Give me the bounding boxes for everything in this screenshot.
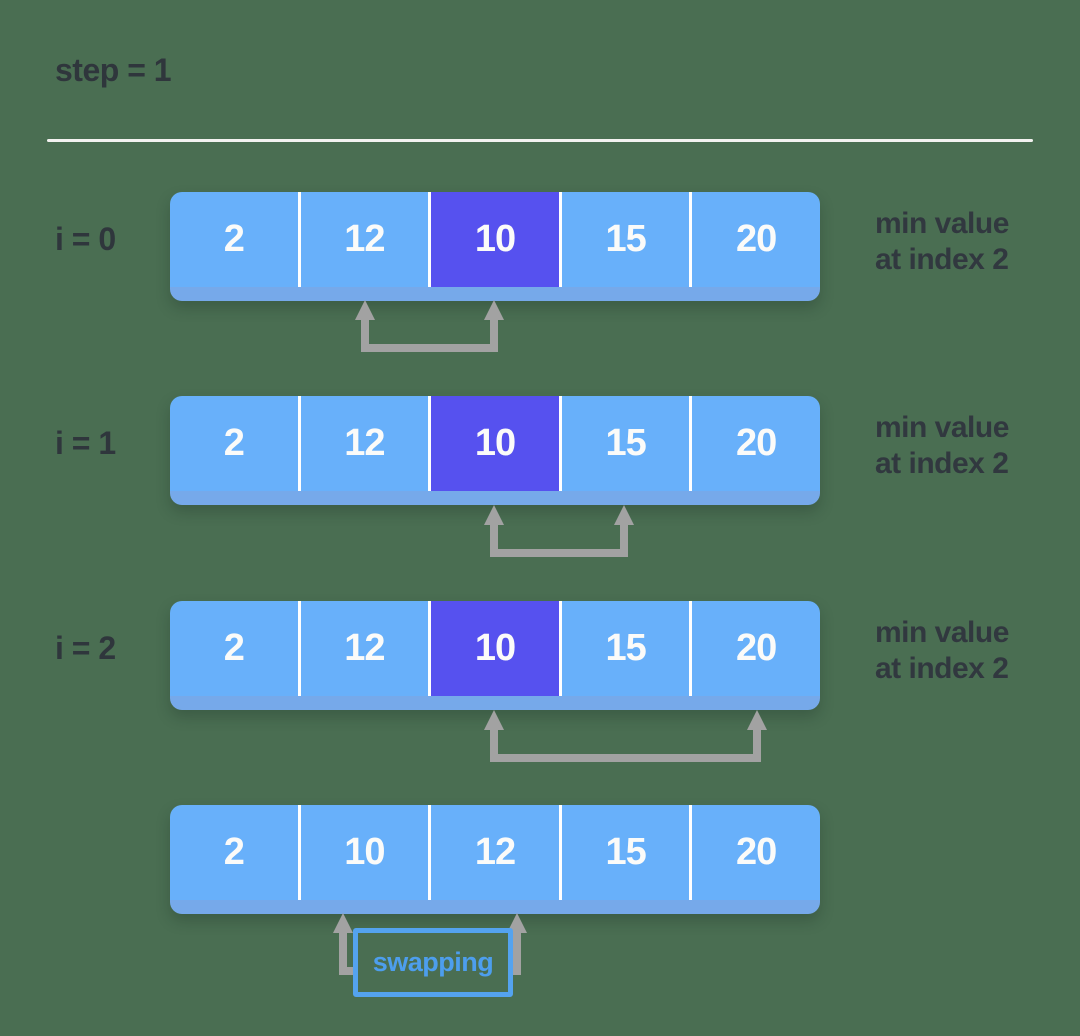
cell-value: 15 bbox=[605, 218, 646, 260]
up-arrowhead-icon bbox=[355, 300, 375, 320]
iteration-label: i = 2 bbox=[55, 630, 116, 666]
array-cells: 2 12 10 15 20 bbox=[170, 192, 820, 287]
up-arrowhead-icon bbox=[484, 300, 504, 320]
up-arrowhead-icon bbox=[614, 505, 634, 525]
array-base bbox=[170, 900, 820, 914]
iteration-row-2: i = 2 2 12 10 15 20 min value at index 2 bbox=[0, 601, 1080, 716]
cell-value: 15 bbox=[605, 831, 646, 873]
swapping-label: swapping bbox=[372, 947, 494, 977]
min-value-note: min value at index 2 bbox=[875, 206, 1009, 278]
array-cells: 2 12 10 15 20 bbox=[170, 601, 820, 696]
cell-value: 20 bbox=[736, 422, 777, 464]
array-cell-min-highlight: 10 bbox=[428, 601, 559, 696]
array-cell: 10 bbox=[297, 805, 429, 900]
array-cell: 2 bbox=[170, 601, 298, 696]
array-cell: 15 bbox=[558, 601, 690, 696]
iteration-label: i = 1 bbox=[55, 425, 116, 461]
array-cell: 12 bbox=[428, 805, 559, 900]
step-title: step = 1 bbox=[55, 52, 172, 88]
cell-value: 2 bbox=[223, 218, 245, 260]
min-value-note: min value at index 2 bbox=[875, 615, 1009, 687]
min-value-note-line2: at index 2 bbox=[875, 243, 1009, 276]
up-arrowhead-icon bbox=[333, 913, 353, 933]
cell-value: 12 bbox=[474, 831, 516, 873]
cell-value: 20 bbox=[736, 627, 777, 669]
compare-arrow-bracket-0 bbox=[355, 300, 504, 352]
cell-value: 10 bbox=[344, 831, 385, 873]
array-cell: 15 bbox=[558, 396, 690, 491]
up-arrowhead-icon bbox=[484, 710, 504, 730]
array-base bbox=[170, 287, 820, 301]
result-row: 2 10 12 15 20 bbox=[0, 805, 1080, 920]
array-cell: 2 bbox=[170, 805, 298, 900]
min-value-note-line1: min value bbox=[875, 411, 1009, 444]
array-cell-min-highlight: 10 bbox=[428, 192, 559, 287]
cell-value: 20 bbox=[736, 218, 777, 260]
cell-value: 10 bbox=[474, 627, 516, 669]
array-cell: 12 bbox=[297, 192, 429, 287]
compare-arrow-bracket-2 bbox=[484, 710, 767, 762]
array: 2 12 10 15 20 bbox=[170, 396, 820, 505]
array-cell: 2 bbox=[170, 192, 298, 287]
array-cell: 12 bbox=[297, 396, 429, 491]
min-value-note-line1: min value bbox=[875, 616, 1009, 649]
cell-value: 10 bbox=[474, 422, 516, 464]
compare-arrow-bracket-1 bbox=[484, 505, 634, 557]
array-base bbox=[170, 491, 820, 505]
min-value-note: min value at index 2 bbox=[875, 410, 1009, 482]
divider-line bbox=[47, 139, 1033, 142]
cell-value: 12 bbox=[344, 627, 385, 669]
cell-value: 20 bbox=[736, 831, 777, 873]
array-cells: 2 12 10 15 20 bbox=[170, 396, 820, 491]
iteration-label: i = 0 bbox=[55, 221, 116, 257]
cell-value: 2 bbox=[223, 831, 245, 873]
up-arrowhead-icon bbox=[747, 710, 767, 730]
cell-value: 2 bbox=[223, 422, 245, 464]
array-cell: 15 bbox=[558, 192, 690, 287]
array-cell: 2 bbox=[170, 396, 298, 491]
array-cell: 20 bbox=[689, 192, 820, 287]
array-cell: 15 bbox=[558, 805, 690, 900]
cell-value: 2 bbox=[223, 627, 245, 669]
swapping-box: swapping bbox=[353, 928, 513, 997]
min-value-note-line2: at index 2 bbox=[875, 652, 1009, 685]
array: 2 12 10 15 20 bbox=[170, 192, 820, 301]
array-base bbox=[170, 696, 820, 710]
cell-value: 10 bbox=[474, 218, 516, 260]
array-cell: 20 bbox=[689, 805, 820, 900]
array: 2 12 10 15 20 bbox=[170, 601, 820, 710]
cell-value: 15 bbox=[605, 422, 646, 464]
min-value-note-line2: at index 2 bbox=[875, 447, 1009, 480]
up-arrowhead-icon bbox=[484, 505, 504, 525]
cell-value: 15 bbox=[605, 627, 646, 669]
array-cell: 20 bbox=[689, 601, 820, 696]
min-value-note-line1: min value bbox=[875, 207, 1009, 240]
cell-value: 12 bbox=[344, 218, 385, 260]
array-cell-min-highlight: 10 bbox=[428, 396, 559, 491]
iteration-row-0: i = 0 2 12 10 15 20 min value at index 2 bbox=[0, 192, 1080, 307]
array-cell: 20 bbox=[689, 396, 820, 491]
cell-value: 12 bbox=[344, 422, 385, 464]
array: 2 10 12 15 20 bbox=[170, 805, 820, 914]
iteration-row-1: i = 1 2 12 10 15 20 min value at index 2 bbox=[0, 396, 1080, 511]
array-cells: 2 10 12 15 20 bbox=[170, 805, 820, 900]
array-cell: 12 bbox=[297, 601, 429, 696]
